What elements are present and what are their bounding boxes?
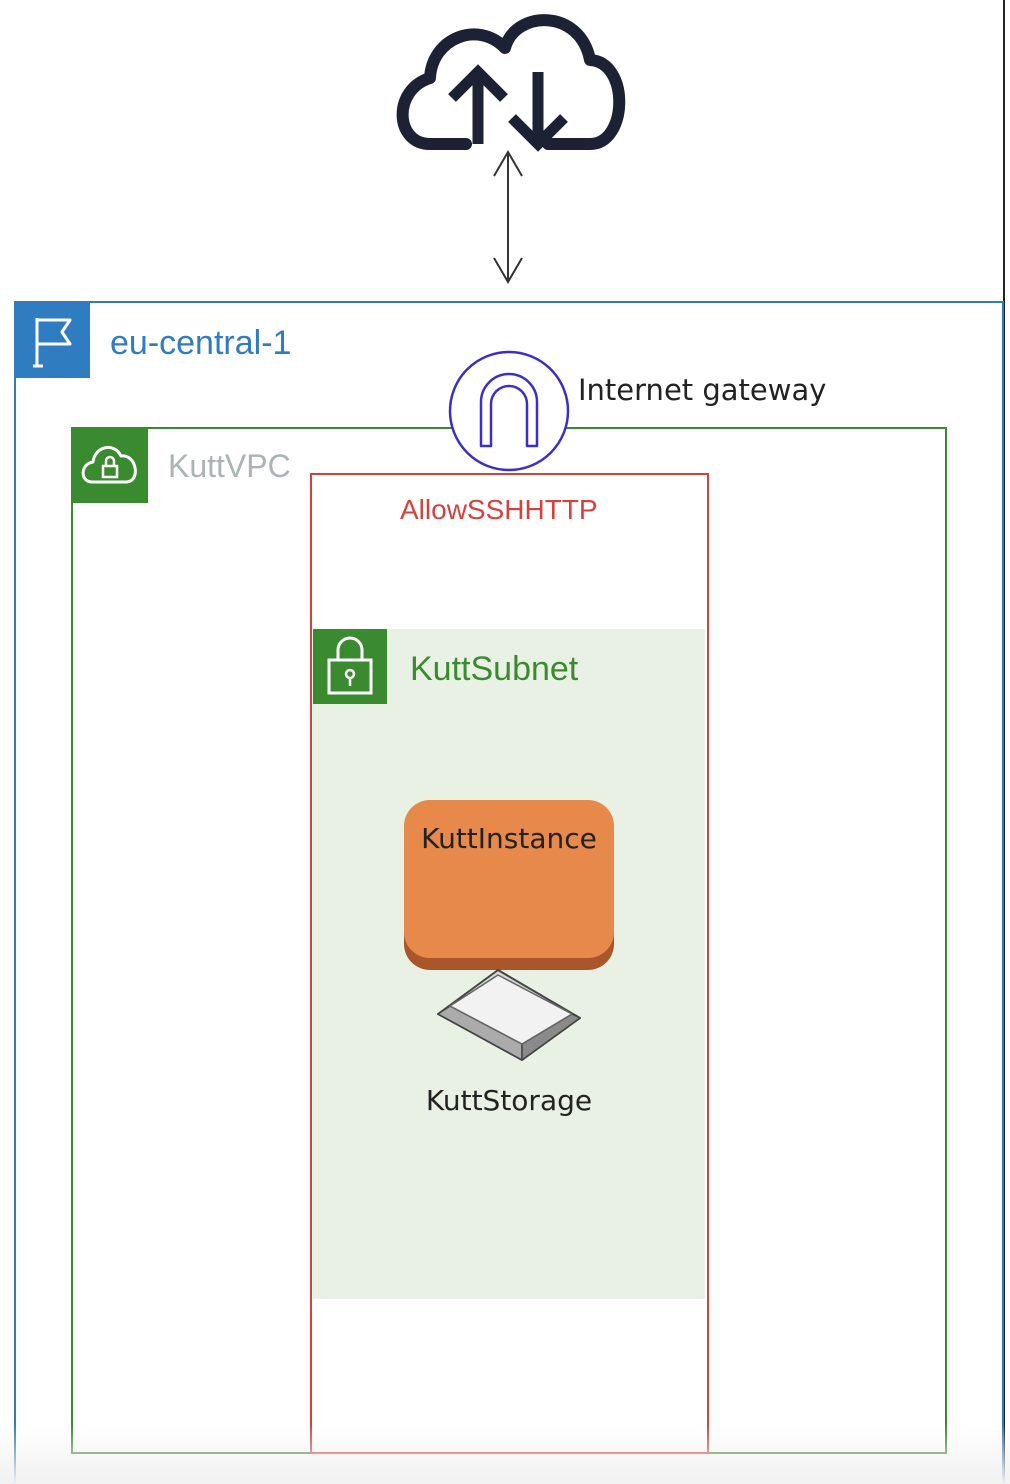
storage-label: KuttStorage (425, 1084, 593, 1117)
security-group-label: AllowSSHHTTP (400, 494, 598, 525)
padlock-icon (313, 629, 387, 704)
instance-box[interactable] (404, 800, 614, 970)
flag-icon (15, 303, 90, 378)
cloud-lock-icon (72, 428, 148, 503)
connection-arrow (493, 150, 523, 284)
instance-label: KuttInstance (421, 822, 597, 855)
internet-gateway-icon (448, 350, 570, 472)
region-box (14, 301, 1004, 1484)
internet-gateway-label: Internet gateway (578, 373, 827, 407)
vpc-label: KuttVPC (168, 448, 291, 484)
region-label: eu-central-1 (110, 324, 292, 362)
subnet-label: KuttSubnet (410, 650, 579, 688)
ebs-volume-icon (437, 969, 581, 1061)
cloud-upload-download-icon (396, 14, 626, 152)
bottom-shadow (0, 1424, 1010, 1484)
